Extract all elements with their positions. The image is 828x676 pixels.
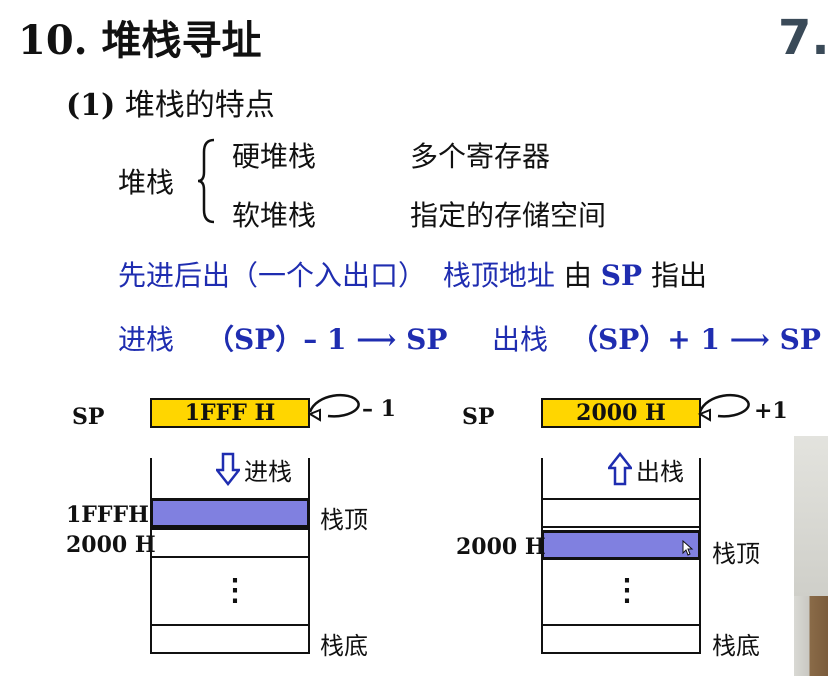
pop-sp-label: SP (462, 404, 495, 430)
pop-up-arrow-icon (608, 452, 632, 486)
lifo-line: 先进后出（一个入出口） 栈顶地址 由 SP 指出 (118, 254, 707, 294)
stack-label: 堆栈 (118, 166, 175, 199)
soft-stack-name: 软堆栈 (232, 199, 317, 232)
subtitle-number: (1) (66, 88, 116, 123)
next-heading-fragment: 7. (778, 10, 828, 66)
push-bottom-cell (150, 624, 310, 654)
decrement-loop-icon (307, 394, 360, 422)
push-sp-label: SP (72, 404, 105, 430)
subtitle-text: 堆栈的特点 (124, 88, 275, 123)
push-ellipsis: ⋮ (220, 573, 250, 608)
push-addr-top: 1FFFH (66, 502, 149, 528)
pop-addr-top: 2000 H (456, 534, 546, 560)
hard-stack-name: 硬堆栈 (232, 140, 317, 173)
presenter-video-thumbnail (794, 436, 828, 676)
pop-bottom-cell (541, 624, 701, 654)
pop-top-cell (541, 530, 701, 560)
push-rule-expr: （SP）– 1 ⟶ SP (206, 323, 448, 356)
hard-stack-desc: 多个寄存器 (410, 140, 551, 173)
soft-stack-desc: 指定的存储空间 (410, 199, 607, 232)
slide-title: 10. 堆栈寻址 (18, 17, 262, 64)
push-bottom-label: 栈底 (320, 632, 368, 660)
mouse-cursor-icon (682, 540, 694, 556)
pop-upper-cell (541, 498, 701, 528)
push-down-arrow-icon (216, 452, 240, 486)
pop-bottom-label: 栈底 (712, 632, 760, 660)
push-addr-next: 2000 H (66, 532, 156, 558)
top-addr-suffix: 指出 (650, 259, 707, 292)
subtitle: (1) 堆栈的特点 (66, 80, 275, 124)
push-rule-op: 进栈 (118, 323, 175, 356)
push-sp-register: 1FFF H (150, 398, 310, 428)
push-arrow-label: 进栈 (244, 458, 292, 486)
pop-top-label: 栈顶 (712, 540, 760, 568)
pop-ellipsis: ⋮ (612, 573, 642, 608)
brace-icon (197, 138, 215, 224)
push-top-label: 栈顶 (320, 506, 368, 534)
sp-register: SP (600, 259, 643, 292)
top-addr-by: 由 (563, 259, 592, 292)
pop-delta: +1 (754, 398, 788, 424)
pop-rule-op: 出栈 (492, 323, 549, 356)
push-delta: – 1 (362, 396, 396, 422)
pop-sp-register: 2000 H (541, 398, 701, 428)
push-top-cell (150, 498, 310, 528)
push-next-cell (150, 528, 310, 558)
pop-arrow-label: 出栈 (636, 458, 684, 486)
pop-rule-expr: （SP）+ 1 ⟶ SP (570, 323, 821, 356)
lifo-text: 先进后出（一个入出口） (118, 259, 427, 292)
top-addr-prefix: 栈顶地址 (442, 259, 555, 292)
increment-loop-icon (697, 394, 750, 422)
